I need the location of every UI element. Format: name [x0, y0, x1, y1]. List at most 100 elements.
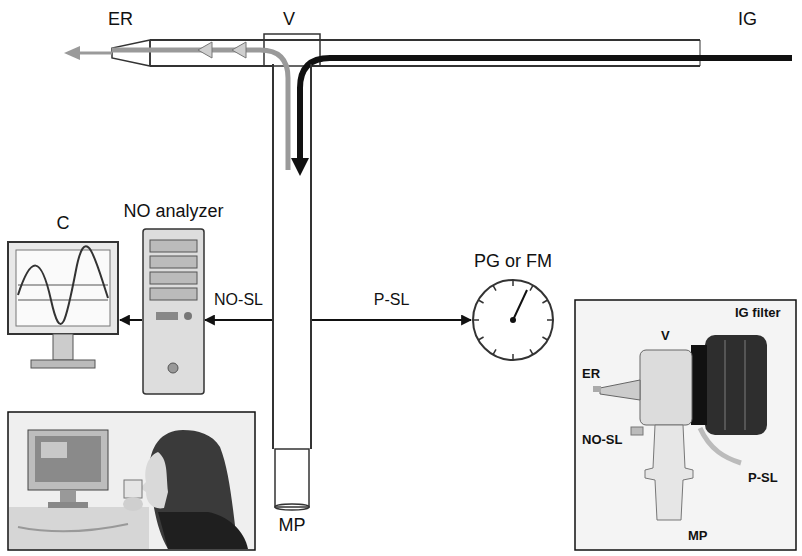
drawing-part	[156, 312, 178, 320]
drawing-part	[272, 64, 274, 449]
no-analyzer-unit: NO analyzer	[142, 228, 205, 395]
drawing-part	[473, 280, 553, 360]
node-label: NO analyzer	[123, 200, 223, 222]
drawing-part	[112, 50, 288, 170]
drawing-part	[512, 354, 514, 360]
drawing-part	[64, 46, 80, 60]
drawing-part	[724, 340, 726, 430]
tower-drawing	[142, 228, 205, 395]
drawing-part	[631, 427, 643, 435]
drawing-part	[232, 42, 246, 58]
drawing-part	[291, 158, 309, 176]
expiratory-flow-arrow	[64, 42, 288, 170]
drawing-part	[493, 349, 496, 354]
mouthpiece-tube: MP	[272, 64, 312, 510]
drawing-part	[512, 280, 514, 286]
drawing-part	[158, 512, 248, 549]
sample-line	[120, 319, 142, 321]
drawing-part	[53, 334, 73, 360]
drawing-part	[478, 300, 483, 303]
drawing-part	[473, 319, 479, 321]
drawing-part	[547, 319, 553, 321]
photo-inset-device	[575, 300, 796, 550]
line-label: P-SL	[372, 290, 412, 310]
drawing-part	[9, 507, 149, 549]
drawing-part	[48, 502, 88, 508]
inspiratory-flow-arrow	[291, 58, 792, 176]
drawing-part	[150, 256, 197, 268]
drawing-part	[513, 290, 527, 320]
drawing-part	[700, 40, 701, 66]
sample-line	[205, 319, 272, 321]
drawing-part	[124, 480, 142, 498]
drawing-part	[275, 449, 309, 507]
gauge-drawing	[471, 278, 555, 362]
drawing-part	[150, 240, 197, 252]
node-label: C	[57, 212, 70, 234]
drawing-part	[478, 337, 483, 340]
photo-label: NO-SL	[582, 432, 622, 448]
drawing-part	[744, 340, 746, 430]
line-label: NO-SL	[212, 290, 265, 310]
drawing-part	[640, 350, 692, 425]
t-piece-tube	[112, 34, 700, 66]
drawing-part	[184, 312, 192, 320]
drawing-part	[275, 504, 309, 510]
photo-label: P-SL	[748, 470, 778, 486]
photo-label: IG filter	[735, 305, 781, 321]
drawing-part	[700, 428, 741, 463]
drawing-part	[123, 497, 143, 511]
drawing-part	[28, 430, 108, 490]
drawing-part	[493, 285, 496, 290]
drawing-part	[198, 42, 212, 58]
drawing-part	[31, 360, 95, 368]
drawing-part	[530, 349, 533, 354]
photo-label: MP	[688, 528, 708, 544]
drawing-part	[140, 452, 168, 508]
drawing-part	[150, 39, 700, 41]
tube-drawing	[272, 64, 312, 510]
drawing-part	[150, 272, 197, 284]
drawing-part	[80, 52, 112, 55]
drawing-part	[143, 229, 204, 394]
drawing-part	[645, 425, 693, 520]
drawing-part	[60, 490, 76, 504]
drawing-part	[593, 386, 601, 392]
drawing-part	[18, 300, 108, 301]
drawing-part	[510, 317, 516, 323]
sample-line	[312, 319, 471, 321]
drawing-part	[150, 288, 197, 300]
drawing-part	[112, 40, 150, 66]
drawing-part	[18, 524, 128, 531]
drawing-part	[542, 337, 547, 340]
drawing-part	[691, 345, 707, 425]
drawing-part	[18, 285, 108, 286]
drawing-part	[8, 242, 118, 334]
computer-monitor: C	[6, 240, 120, 370]
photo-label: ER	[582, 366, 600, 382]
drawing-part	[168, 363, 178, 373]
drawing-part	[575, 300, 796, 550]
pressure-gauge: PG or FM	[471, 278, 555, 362]
monitor-drawing	[6, 240, 120, 370]
drawing-part	[300, 58, 792, 160]
drawing-part	[312, 65, 700, 67]
part-label: ER	[108, 8, 133, 30]
drawing-part	[542, 300, 547, 303]
drawing-part	[150, 65, 272, 67]
drawing-part	[35, 436, 101, 482]
part-label: V	[283, 8, 295, 30]
drawing-part	[530, 285, 533, 290]
drawing-part	[705, 335, 767, 435]
drawing-part	[41, 442, 67, 458]
node-label: PG or FM	[474, 250, 552, 272]
photo-label: V	[661, 328, 670, 344]
drawing-part	[8, 412, 255, 550]
drawing-part	[310, 64, 312, 449]
drawing-part	[18, 246, 108, 324]
node-label: MP	[279, 514, 306, 536]
photo-inset-subject	[8, 412, 255, 550]
